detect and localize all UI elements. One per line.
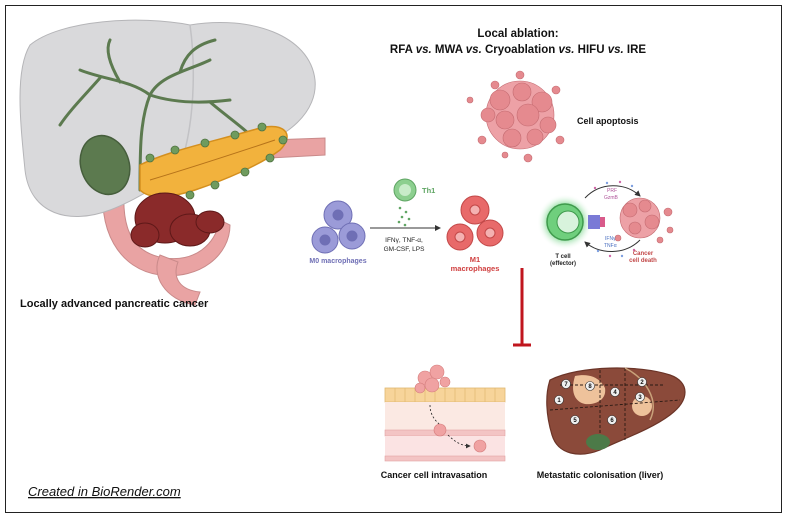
label-tcell-1: T cell: [555, 254, 571, 260]
label-ifn: IFNγ: [605, 236, 616, 242]
label-m1-1: M1: [470, 255, 480, 264]
header-seg1: RFA: [390, 44, 416, 56]
liver-segment-1: 1: [554, 395, 564, 405]
label-tcell-2: (effector): [550, 261, 576, 267]
liver-segment-label: 2: [640, 380, 644, 386]
liver-segment-6: 6: [607, 415, 617, 425]
credit-link[interactable]: Created in BioRender.com: [28, 484, 181, 499]
cancer-cell-death: [614, 197, 674, 244]
header-line1: Local ablation:: [477, 28, 558, 40]
header-vs2: vs.: [466, 44, 482, 56]
anatomy-illustration: [19, 19, 326, 306]
label-tnf: TNFα: [604, 243, 617, 249]
header-vs1: vs.: [416, 44, 432, 56]
label-metastatic: Metastatic colonisation (liver): [537, 470, 664, 480]
liver-segment-3: 3: [635, 392, 645, 402]
liver-segment-label: 5: [573, 418, 577, 424]
header-seg3: Cryoablation: [482, 44, 559, 56]
label-th1: Th1: [422, 186, 435, 195]
label-prf: PRF: [607, 188, 617, 194]
cytokine-dots: [397, 206, 411, 227]
tumor: [130, 192, 225, 248]
liver-segment-label: 7: [564, 382, 568, 388]
label-cytokines-1: IFNγ, TNF-α,: [385, 237, 423, 244]
label-cancer-death-1: Cancer: [633, 251, 654, 257]
synapse-ligand: [600, 217, 605, 227]
header-seg4: HIFU: [574, 44, 607, 56]
liver-segment-4: 4: [610, 387, 620, 397]
liver-segment-8: 8: [585, 381, 595, 391]
secretion-dots: [593, 180, 636, 258]
label-m1-2: macrophages: [451, 264, 500, 273]
header-seg2: MWA: [432, 44, 466, 56]
header-line2: RFA vs. MWA vs. Cryoablation vs. HIFU vs…: [390, 44, 646, 56]
label-cell-apoptosis: Cell apoptosis: [577, 116, 639, 126]
liver-segment-label: 8: [588, 384, 592, 390]
liver-metastasis: 1 2 3 4 5 6 7 8: [546, 367, 686, 455]
figure-border: [5, 5, 782, 513]
liver-segment-label: 4: [613, 390, 617, 396]
intestine-tail: [156, 254, 201, 306]
header-seg5: IRE: [624, 44, 647, 56]
m0-macrophages: [311, 200, 366, 254]
liver-segment-label: 3: [638, 395, 642, 401]
liver-segment-label: 1: [557, 398, 561, 404]
liver-segment-markers: 1 2 3 4 5 6 7 8: [554, 377, 647, 425]
ifn-arrow: [584, 239, 641, 252]
t-cell-nucleus: [556, 210, 580, 234]
label-cytokines-2: GM-CSF, LPS: [384, 246, 425, 253]
apoptotic-cell-cluster: [466, 70, 565, 163]
liver-segment-5: 5: [570, 415, 580, 425]
label-cancer-death-2: cell death: [629, 258, 657, 264]
m1-macrophages: [446, 195, 504, 251]
liver-segment-2: 2: [637, 377, 647, 387]
prf-arrow: [584, 185, 641, 199]
liver-segment-label: 6: [610, 418, 614, 424]
label-gzmb: GzmB: [604, 195, 619, 201]
lymph-nodes: [145, 122, 288, 202]
label-m0: M0 macrophages: [309, 258, 366, 265]
synapse-receptor: [588, 215, 600, 229]
bile-duct-tree: [58, 38, 252, 192]
header-vs4: vs.: [608, 44, 624, 56]
intravasation-illustration: [384, 364, 506, 462]
header-vs3: vs.: [558, 44, 574, 56]
th1-cell-nucleus: [399, 184, 411, 196]
label-pancreatic-cancer: Locally advanced pancreatic cancer: [20, 298, 209, 310]
liver-segment-7: 7: [561, 379, 571, 389]
label-intravasation: Cancer cell intravasation: [381, 470, 488, 480]
gallbladder: [79, 134, 131, 196]
